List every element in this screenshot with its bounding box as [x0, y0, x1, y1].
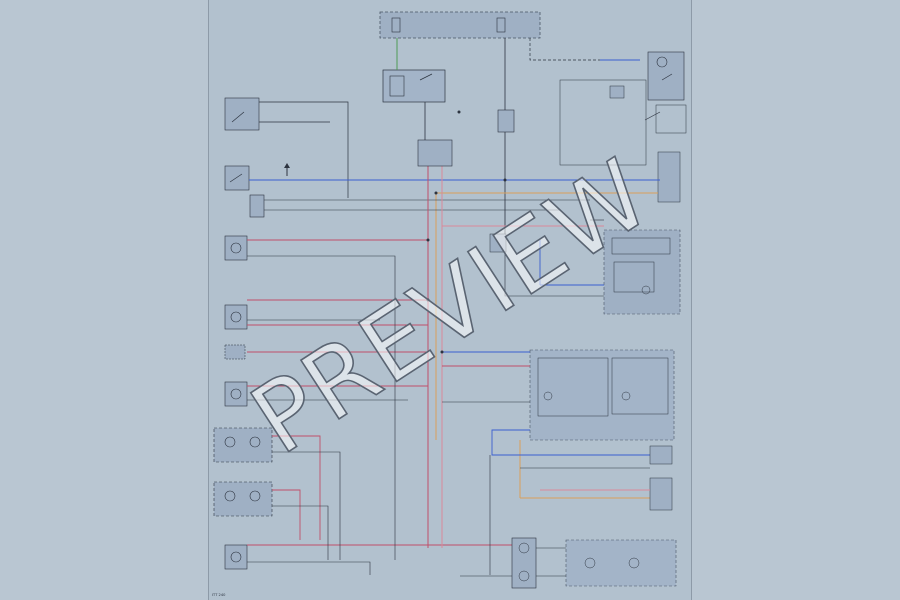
right-mid-relay [609, 85, 625, 99]
wire-dashed-top [529, 38, 600, 61]
box-lower-right-1 [649, 445, 673, 465]
fuse-block-mid [417, 139, 453, 167]
module-upper-right [603, 229, 681, 315]
connector-bottom [511, 537, 537, 589]
dimmer-box [497, 109, 515, 133]
box-lower-right-2 [649, 477, 673, 511]
lamp-6-pair [213, 481, 273, 517]
wire-red-6 [272, 435, 321, 540]
lamp-7 [224, 544, 248, 570]
right-top-switch-lamp [656, 56, 668, 68]
corner-label: ITT 240 [212, 593, 226, 597]
right-top-switch-box [647, 51, 685, 101]
fuse-f-left [391, 17, 401, 33]
relay-coil [389, 75, 405, 97]
right-connector-box [657, 151, 681, 203]
lamp-1 [224, 235, 248, 261]
lamp-5-pair [213, 427, 273, 463]
left-connector [249, 194, 265, 218]
relay-box [382, 69, 446, 103]
lamp-3-box [224, 344, 246, 360]
left-second-switch-box [224, 165, 250, 191]
wire-left-top [259, 101, 349, 198]
wire-blue-lower [491, 429, 660, 456]
fuse-f-right [496, 17, 506, 33]
fuse-box-top [379, 11, 541, 39]
lamp-2 [224, 304, 248, 330]
switch-mid [489, 233, 507, 253]
right-mid-box [559, 79, 647, 166]
module-bottom [565, 539, 677, 587]
wire-red-7 [272, 489, 301, 540]
module-right-large [529, 349, 675, 441]
lamp-4 [224, 381, 248, 407]
right-mid-switch [655, 104, 687, 134]
